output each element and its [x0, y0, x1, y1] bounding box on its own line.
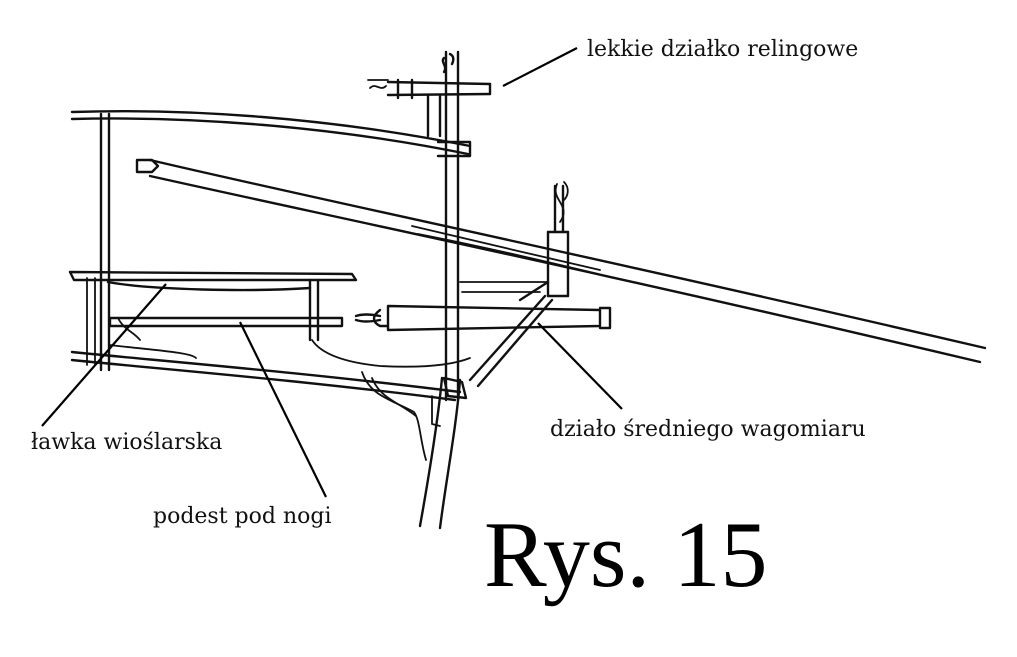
- leader-light-gun: [502, 47, 578, 87]
- upper-rail: [70, 109, 472, 158]
- label-light-rail-gun: lekkie działko relingowe: [587, 37, 859, 62]
- side-rib: [361, 371, 468, 530]
- oar: [135, 158, 987, 364]
- label-medium-gun: działo średniego wagomiaru: [550, 417, 866, 442]
- medium-gun: [354, 304, 612, 332]
- label-rowing-bench: ławka wioślarska: [31, 430, 223, 455]
- figure-title: Rys. 15: [484, 503, 768, 607]
- footrest: [108, 316, 344, 341]
- leader-medium-gun: [537, 322, 623, 410]
- oarlock: [546, 181, 570, 298]
- gun-support-strut: [468, 294, 554, 388]
- leader-rowing-bench: [41, 283, 167, 427]
- light-rail-gun: [367, 78, 492, 138]
- rowing-bench: [68, 270, 358, 342]
- hull-deck: [70, 280, 550, 402]
- left-posts: [86, 112, 111, 372]
- label-footrest: podest pod nogi: [153, 504, 332, 529]
- leader-footrest: [239, 321, 327, 498]
